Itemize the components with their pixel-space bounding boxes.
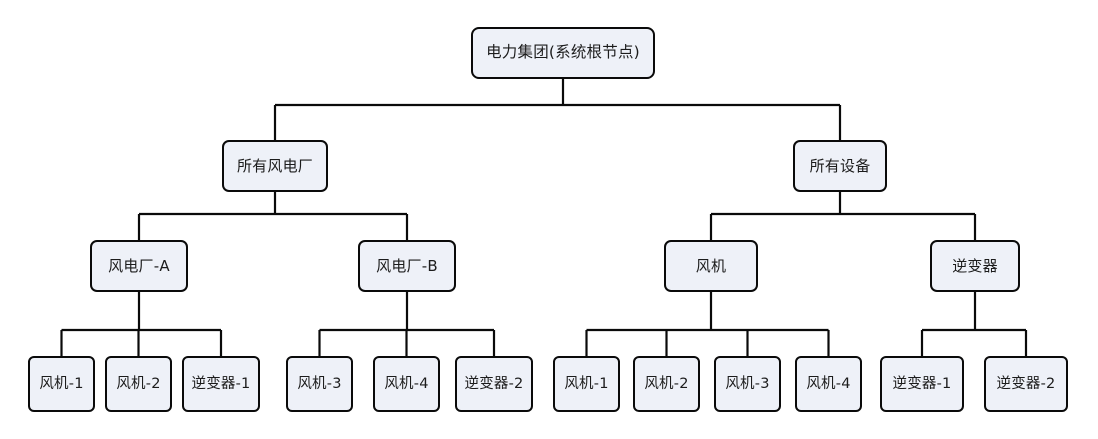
- tree-node-dev-turbine-3[interactable]: 风机-3: [714, 356, 781, 412]
- tree-node-dev-turbine-1[interactable]: 风机-1: [553, 356, 620, 412]
- tree-node-label: 逆变器-2: [464, 375, 524, 392]
- tree-node-label: 风机: [695, 256, 727, 275]
- tree-node-label: 风机-4: [384, 375, 429, 392]
- tree-node-wf-a-turbine-1[interactable]: 风机-1: [28, 356, 95, 412]
- tree-node-label: 逆变器-1: [191, 375, 251, 392]
- tree-node-label: 风电厂-B: [376, 256, 438, 275]
- tree-node-label: 所有设备: [809, 156, 871, 175]
- tree-node-label: 风机-3: [297, 375, 342, 392]
- tree-node-label: 风机-2: [644, 375, 689, 392]
- tree-node-all-devices[interactable]: 所有设备: [793, 140, 887, 192]
- tree-node-label: 风机-2: [116, 375, 161, 392]
- tree-node-label: 风机-1: [39, 375, 84, 392]
- tree-node-wf-a-inverter-1[interactable]: 逆变器-1: [182, 356, 260, 412]
- tree-node-label: 逆变器: [952, 256, 998, 275]
- tree-node-root[interactable]: 电力集团(系统根节点): [471, 27, 655, 79]
- tree-node-label: 电力集团(系统根节点): [486, 43, 640, 62]
- tree-node-label: 风机-3: [725, 375, 770, 392]
- tree-node-dev-inverter-2[interactable]: 逆变器-2: [984, 356, 1068, 412]
- tree-node-label: 风机-4: [806, 375, 851, 392]
- tree-node-dev-turbine-2[interactable]: 风机-2: [633, 356, 700, 412]
- tree-node-label: 风电厂-A: [108, 256, 170, 275]
- tree-node-wind-farm-a[interactable]: 风电厂-A: [90, 240, 188, 292]
- tree-node-wf-b-turbine-3[interactable]: 风机-3: [286, 356, 353, 412]
- tree-node-dev-inverter-1[interactable]: 逆变器-1: [880, 356, 964, 412]
- tree-node-turbine-group[interactable]: 风机: [664, 240, 758, 292]
- tree-node-wind-farm-b[interactable]: 风电厂-B: [358, 240, 456, 292]
- tree-node-wf-b-turbine-4[interactable]: 风机-4: [373, 356, 440, 412]
- tree-node-wf-b-inverter-2[interactable]: 逆变器-2: [455, 356, 533, 412]
- tree-node-wf-a-turbine-2[interactable]: 风机-2: [105, 356, 172, 412]
- tree-node-inverter-group[interactable]: 逆变器: [930, 240, 1020, 292]
- tree-node-all-wind-farms[interactable]: 所有风电厂: [222, 140, 328, 192]
- tree-node-label: 所有风电厂: [236, 156, 313, 175]
- tree-node-dev-turbine-4[interactable]: 风机-4: [795, 356, 862, 412]
- tree-node-label: 逆变器-2: [996, 375, 1056, 392]
- tree-node-label: 逆变器-1: [892, 375, 952, 392]
- tree-node-label: 风机-1: [564, 375, 609, 392]
